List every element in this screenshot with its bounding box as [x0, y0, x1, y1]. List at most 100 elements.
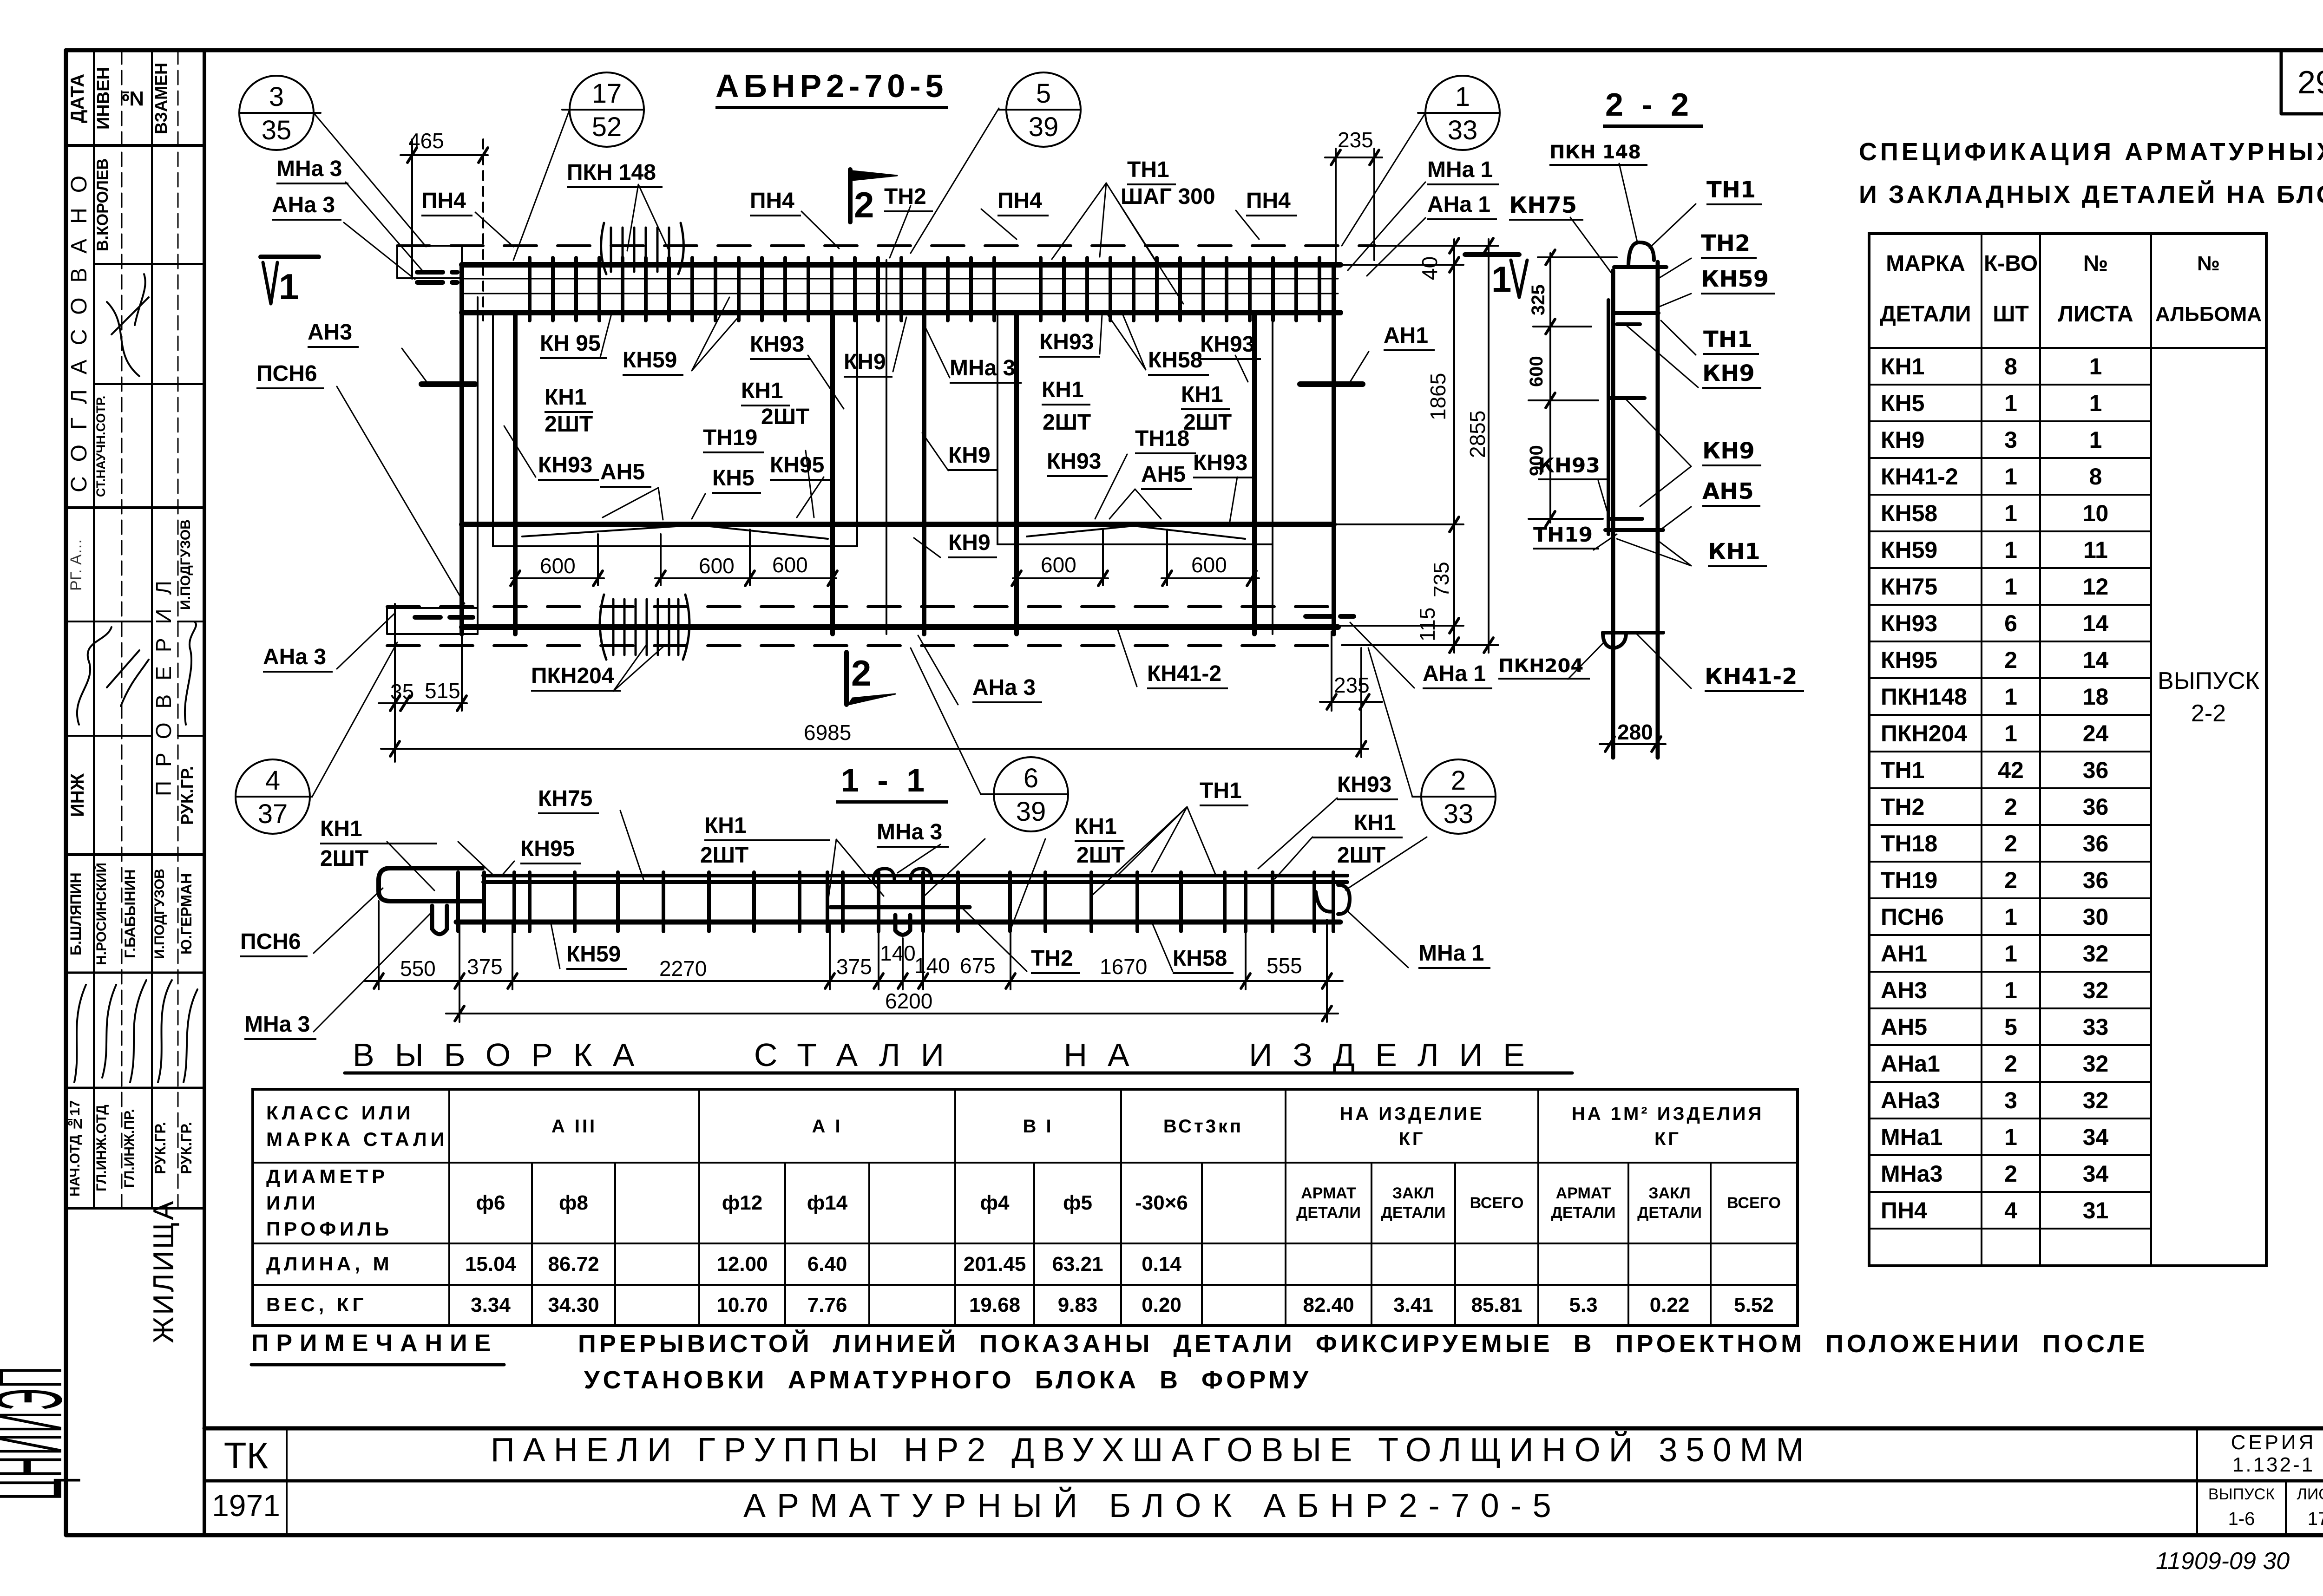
- rebar-mark-label: КН95: [520, 838, 582, 864]
- dimension-label: 600: [1526, 356, 1547, 387]
- table-row: [1868, 1228, 2266, 1267]
- quantity-label: 2ШТ: [1076, 843, 1125, 868]
- plan-view-linework: [258, 138, 1529, 763]
- callout-circles: [235, 72, 1501, 835]
- dimension-label: 600: [540, 554, 576, 578]
- stamp-name: И.ПОДГУЗОВ: [152, 869, 167, 959]
- stamp-inventory-label: ИНВЕН: [94, 67, 113, 130]
- note-label: ПРИМЕЧАНИЕ: [251, 1330, 499, 1357]
- issue-label: ВЫПУСК: [2208, 1485, 2275, 1503]
- quantity-label: 2ШТ: [1337, 843, 1386, 868]
- rebar-mark-label: КН 95: [540, 333, 607, 359]
- drawing-year: 1971: [212, 1488, 280, 1523]
- rebar-mark-label: КН75: [1509, 194, 1584, 221]
- callout-sheet: 37: [257, 799, 288, 829]
- dimension-label: 515: [425, 679, 460, 703]
- rebar-mark-label: ПКН 148: [1549, 143, 1648, 166]
- rebar-mark-label: КН1: [1042, 379, 1090, 406]
- stamp-faded-entry: РГ. А…: [67, 538, 85, 591]
- drawing-title-line1: ПАНЕЛИ ГРУППЫ НР2 ДВУХШАГОВЫЕ ТОЛЩИНОЙ 3…: [491, 1432, 1812, 1469]
- rebar-mark-label: КН1: [1075, 816, 1123, 842]
- rebar-mark-label: ТН1: [1127, 159, 1176, 185]
- section-mark: 2: [851, 653, 872, 693]
- rebar-mark-label: КН93: [538, 454, 599, 481]
- dimension-label: 235: [1338, 128, 1373, 152]
- quantity-label: 2ШТ: [320, 846, 369, 871]
- dimension-label: 115: [1415, 607, 1439, 641]
- page-number: 29: [2297, 64, 2323, 100]
- callout-number: 17: [591, 78, 622, 109]
- rebar-mark-label: КН93: [1193, 452, 1254, 478]
- rebar-mark-label: КН93: [1047, 451, 1108, 477]
- rebar-mark-label: ПСН6: [240, 931, 308, 957]
- rebar-mark-label: КН5: [712, 467, 761, 494]
- dimension-label: 6200: [885, 989, 933, 1013]
- rebar-mark-label: КН9: [948, 532, 997, 558]
- dimension-label: 600: [1191, 553, 1227, 577]
- dimension-label: 235: [1334, 673, 1370, 697]
- dimension-label: 140: [914, 954, 950, 978]
- stamp-inventory-no-label: №: [121, 87, 144, 110]
- dimension-label: 675: [960, 954, 996, 978]
- callout-number: 4: [265, 765, 281, 796]
- rebar-mark-label: КН1: [1181, 384, 1230, 410]
- section-2-2-linework: [1528, 241, 1668, 760]
- rebar-mark-label: АНа 1: [1427, 194, 1497, 220]
- dimension-label: 1865: [1426, 373, 1450, 420]
- quantity-label: 2ШТ: [545, 412, 593, 437]
- stamp-position: РУК.ГР.: [178, 1122, 195, 1175]
- callout-sheet: 39: [1028, 112, 1059, 142]
- rebar-mark-label: ПН4: [1246, 190, 1297, 216]
- plan-title: АБНР2-70-5: [715, 70, 948, 109]
- title-block-grid: [202, 1426, 2323, 1536]
- rebar-mark-label: КН95: [770, 454, 831, 481]
- dimension-label: 600: [1041, 553, 1076, 577]
- quantity-label: 2ШТ: [761, 405, 810, 429]
- callout-sheet: 39: [1016, 797, 1046, 827]
- stamp-name: Б.ШЛЯПИН: [67, 872, 84, 955]
- rebar-mark-label: КН75: [538, 788, 599, 814]
- section-1-1-title: 1 - 1: [836, 764, 948, 804]
- rebar-mark-label: КН1: [320, 818, 437, 844]
- issue-value: 1-6: [2228, 1509, 2255, 1529]
- section-mark: 2: [854, 184, 874, 225]
- rebar-mark-label: АН5: [600, 461, 652, 488]
- rebar-mark-label: КН1: [704, 815, 830, 841]
- quantity-label: 2ШТ: [1183, 410, 1232, 435]
- sheet-frame: [64, 48, 2323, 1537]
- spec-title-line2: И ЗАКЛАДНЫХ ДЕТАЛЕЙ НА БЛОК: [1859, 181, 2323, 209]
- stamp-checked-name: И.ПОДГУЗОВ: [178, 519, 193, 610]
- stamp-checked-label: ПРОВЕРИЛ: [151, 567, 176, 796]
- rebar-mark-label: АНа 3: [272, 194, 342, 221]
- rebar-mark-label: ТН1: [1200, 780, 1248, 806]
- rebar-mark-label: ТН19: [703, 427, 764, 453]
- stamp-name: Н.РОСИНСКИЙ: [94, 863, 109, 965]
- stamp-replaces-label: ВЗАМЕН: [151, 62, 171, 135]
- rebar-mark-label: ПН4: [997, 190, 1049, 216]
- rebar-mark-label: КН41-2: [1147, 663, 1228, 689]
- rebar-mark-label: КН58: [1148, 349, 1209, 376]
- dimension-label: 900: [1526, 445, 1547, 476]
- section-mark: 1: [279, 266, 299, 307]
- rebar-mark-label: ТН19: [1533, 525, 1600, 549]
- stamp-date-label: ДАТА: [67, 73, 88, 124]
